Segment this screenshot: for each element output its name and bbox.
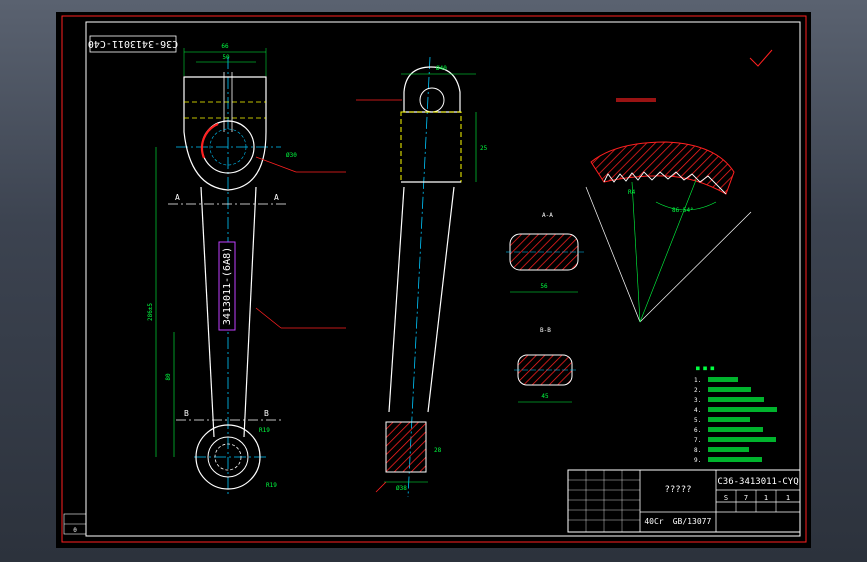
dim-top-width: 66 [221,43,229,50]
title-cell-2: 7 [744,494,748,502]
note-text-bar [708,397,764,402]
dim-side-bottom-dia: Ø38 [396,485,407,492]
title-cell-4: 1 [786,494,790,502]
note-item: 7. [694,437,701,444]
rev-number: 0 [73,527,77,534]
title-cell-1: S [724,494,728,502]
note-item: 5. [694,417,701,424]
dim-spline-radius: R4 [628,189,636,196]
section-bb: B-B 45 [514,327,576,403]
technical-notes: ■ ■ ■ 1. 2. 3. 4. 5. 6. 7. 8. 9. [694,365,777,464]
title-name: ????? [664,485,691,495]
dim-side-width: 25 [480,145,488,152]
note-text-bar [708,407,777,412]
section-aa-label: A-A [542,212,553,219]
side-view: Ø40 25 Ø38 28 [356,56,488,498]
small-end [195,424,261,490]
note-text-bar [708,387,751,392]
front-view: A A B B 66 50 286±5 80 R19 R19 Ø30 [147,43,346,497]
note-item: 6. [694,427,701,434]
dim-side-top: Ø40 [436,65,447,72]
svg-text:■ ■ ■: ■ ■ ■ [696,365,714,372]
dim-r19-lower: R19 [266,482,277,489]
note-item: 3. [694,397,701,404]
note-text-bar [708,457,762,462]
spline-detail: 86.54° R4 [585,98,752,323]
note-item: 1. [694,377,701,384]
rev-mark [749,49,773,67]
tl-stamp: C36-3413011-C40 [88,35,178,53]
outer-frame [61,15,807,543]
note-item: 8. [694,447,701,454]
title-standard: GB/13077 [673,517,712,526]
dim-lower-length: 80 [165,373,172,381]
title-cell-3: 1 [764,494,768,502]
note-text-bar [708,377,738,382]
dim-r19: R19 [259,427,270,434]
note-item: 2. [694,387,701,394]
dim-section-aa-width: 56 [540,283,548,290]
note-text-bar [708,437,776,442]
section-marker-a-right: A [274,193,279,202]
dim-spline-angle: 86.54° [672,207,694,214]
side-hidden-block [400,111,462,183]
section-aa: A-A 56 [506,212,584,293]
side-small-end-section [385,421,427,473]
title-drawing-number: C36-3413011-CYQ [717,477,798,487]
dim-section-bb-width: 45 [541,393,549,400]
dim-side-bottom-length: 28 [434,447,442,454]
section-bb-label: B-B [540,327,551,334]
section-marker-b-right: B [264,409,269,418]
drawing-canvas: C36-3413011-C40 [61,15,807,543]
drawing-sheet: C36-3413011-C40 [56,12,811,548]
note-text-bar [708,417,750,422]
tl-stamp-text: C36-3413011-C40 [88,38,178,49]
dim-total-length: 286±5 [147,303,154,321]
title-block: ????? C36-3413011-CYQ 40Cr GB/13077 S 7 … [567,469,801,533]
note-text-bar [708,427,763,432]
section-marker-a-left: A [175,193,180,202]
part-code-text: 3413011-(6A8) [222,247,233,325]
note-item: 4. [694,407,701,414]
note-text-bar [708,447,749,452]
note-item: 9. [694,457,701,464]
title-material: 40Cr [644,517,663,526]
dim-bore-diameter: Ø30 [286,152,297,159]
dim-top-side: 50 [222,54,230,61]
rev-box: 0 [63,513,87,535]
section-marker-b-left: B [184,409,189,418]
inner-frame [85,21,801,537]
part-code-tag [218,241,236,331]
